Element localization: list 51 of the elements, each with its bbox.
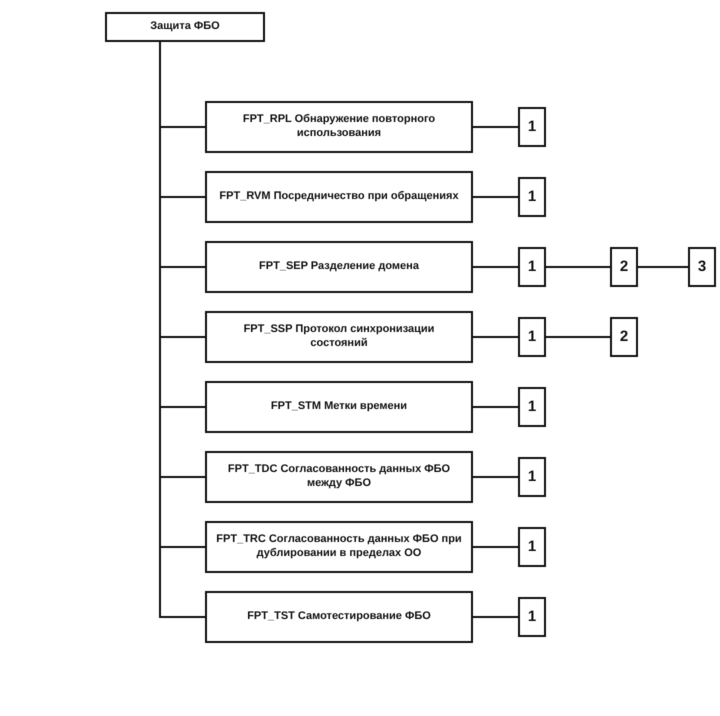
component-box <box>518 527 546 567</box>
component-box <box>518 177 546 217</box>
component-box <box>518 247 546 287</box>
level-number: 3 <box>698 258 706 276</box>
level-number: 1 <box>528 328 536 346</box>
family-box <box>205 521 473 573</box>
component-box <box>518 107 546 147</box>
connector-line <box>546 266 610 268</box>
family-box <box>205 101 473 153</box>
box-label: FPT_TRC Согласованность данных ФБО при дублировании в пределах ОО <box>215 533 463 561</box>
connector-line <box>473 616 518 618</box>
connector-line <box>473 266 518 268</box>
component-box <box>688 247 716 287</box>
connector-line <box>638 266 688 268</box>
level-number: 2 <box>620 258 628 276</box>
box-label: Защита ФБО <box>149 20 221 34</box>
connector-line <box>473 476 518 478</box>
box-label: FPT_TST Самотестирование ФБО <box>246 610 432 624</box>
box-label: FPT_SSP Протокол синхронизации состояний <box>242 323 436 351</box>
box-label: FPT_RPL Обнаружение повторного использования <box>242 113 436 141</box>
box-label: FPT_TDC Согласованность данных ФБО между ФБО <box>226 463 452 491</box>
family-box <box>205 591 473 643</box>
component-box <box>610 247 638 287</box>
level-number: 1 <box>528 118 536 136</box>
level-number: 1 <box>528 538 536 556</box>
component-box <box>518 317 546 357</box>
connector-line <box>546 336 610 338</box>
component-box <box>518 457 546 497</box>
component-box <box>518 387 546 427</box>
family-box <box>205 171 473 223</box>
component-box <box>610 317 638 357</box>
level-number: 1 <box>528 468 536 486</box>
level-number: 2 <box>620 328 628 346</box>
family-box <box>205 381 473 433</box>
connector-line <box>473 336 518 338</box>
level-number: 1 <box>528 608 536 626</box>
family-box <box>205 241 473 293</box>
connector-line <box>473 546 518 548</box>
family-box <box>205 311 473 363</box>
box-label: FPT_SEP Разделение домена <box>258 260 420 274</box>
level-number: 1 <box>528 258 536 276</box>
box-label: FPT_STM Метки времени <box>270 400 408 414</box>
box-label: FPT_RVM Посредничество при обращениях <box>218 190 460 204</box>
connector-line <box>473 196 518 198</box>
class-box <box>105 12 265 42</box>
level-number: 1 <box>528 188 536 206</box>
connector-line <box>473 406 518 408</box>
connector-line <box>473 126 518 128</box>
family-box <box>205 451 473 503</box>
component-box <box>518 597 546 637</box>
level-number: 1 <box>528 398 536 416</box>
